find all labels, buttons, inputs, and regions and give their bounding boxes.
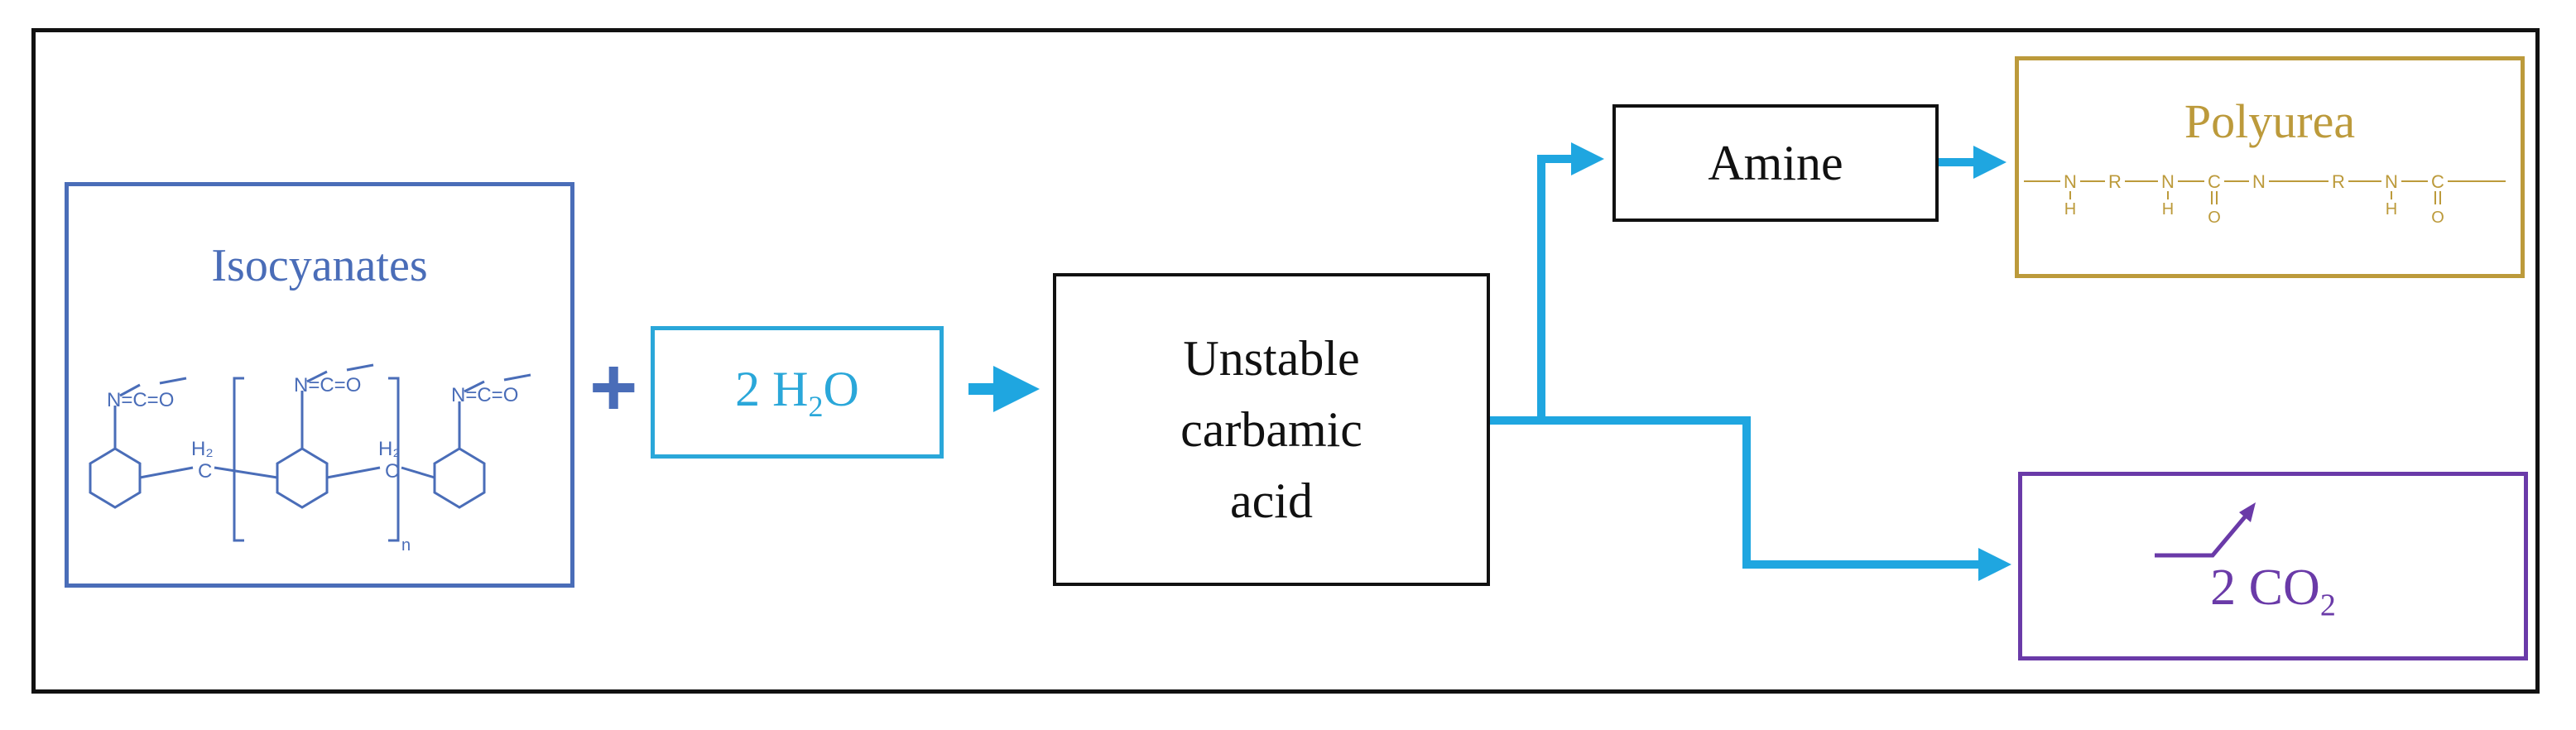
- isocyanates-box: Isocyanates: [65, 182, 574, 588]
- amine-label: Amine: [1708, 135, 1843, 190]
- polyurea-atom: R: [2108, 171, 2122, 192]
- carbamic-acid-line: Unstable: [1183, 331, 1360, 386]
- polyurea-atom: C: [2431, 171, 2444, 192]
- plus-sign: +: [589, 341, 638, 434]
- polyurea-atom: R: [2332, 171, 2345, 192]
- carbon-label: C: [385, 460, 399, 483]
- gas-evolution-arrow-icon: [2155, 502, 2256, 558]
- water-oxygen: O: [823, 362, 859, 416]
- methylene-label: H₂: [191, 438, 214, 460]
- polyurea-atom: N: [2064, 171, 2077, 192]
- repeat-unit-label: n: [401, 536, 411, 555]
- isocyanate-structure: N=C=O N=C=O N=C=O H₂ C H₂ C n: [89, 363, 531, 555]
- water-formula: 2 H2O: [735, 361, 859, 424]
- polyurea-box: Polyurea N R N C N R N: [2015, 56, 2525, 278]
- isocyanates-title: Isocyanates: [211, 240, 428, 291]
- co2-subscript: 2: [2319, 588, 2336, 623]
- nco-group-label: N=C=O: [107, 389, 174, 411]
- water-box: 2 H2O: [651, 326, 944, 459]
- polyurea-atom: N: [2385, 171, 2398, 192]
- polyurea-o-label: O: [2431, 209, 2444, 227]
- nco-group-label: N=C=O: [451, 384, 518, 406]
- polyurea-h-label: H: [2386, 200, 2397, 219]
- polyurea-atom: N: [2252, 171, 2266, 192]
- polyurea-atom: C: [2208, 171, 2221, 192]
- carbamic-acid-box: Unstable carbamic acid: [1053, 273, 1490, 586]
- polyurea-h-label: H: [2064, 200, 2076, 219]
- diagram-frame: [31, 28, 2540, 694]
- carbamic-acid-line: acid: [1230, 473, 1313, 528]
- arrow-acid-to-amine: [1490, 142, 1604, 425]
- polyurea-o-label: O: [2208, 209, 2221, 227]
- water-coefficient: 2 H: [735, 362, 809, 416]
- polyurea-structure: N R N C N R N C H H H O O: [2024, 171, 2506, 227]
- co2-formula: 2 CO2: [2022, 559, 2524, 623]
- carbamic-acid-line: carbamic: [1180, 402, 1362, 457]
- polyurea-title: Polyurea: [2184, 94, 2356, 148]
- nco-group-label: N=C=O: [294, 374, 361, 396]
- polyurea-atom: N: [2161, 171, 2175, 192]
- arrow-acid-to-co2: [1541, 416, 2011, 581]
- co2-box: 2 CO2: [2018, 472, 2528, 660]
- methylene-label: H₂: [378, 438, 401, 460]
- polyurea-h-label: H: [2162, 200, 2174, 219]
- co2-coefficient: 2 CO: [2210, 560, 2320, 616]
- amine-box: Amine: [1612, 104, 1939, 222]
- water-subscript: 2: [808, 390, 824, 423]
- carbon-label: C: [198, 460, 212, 483]
